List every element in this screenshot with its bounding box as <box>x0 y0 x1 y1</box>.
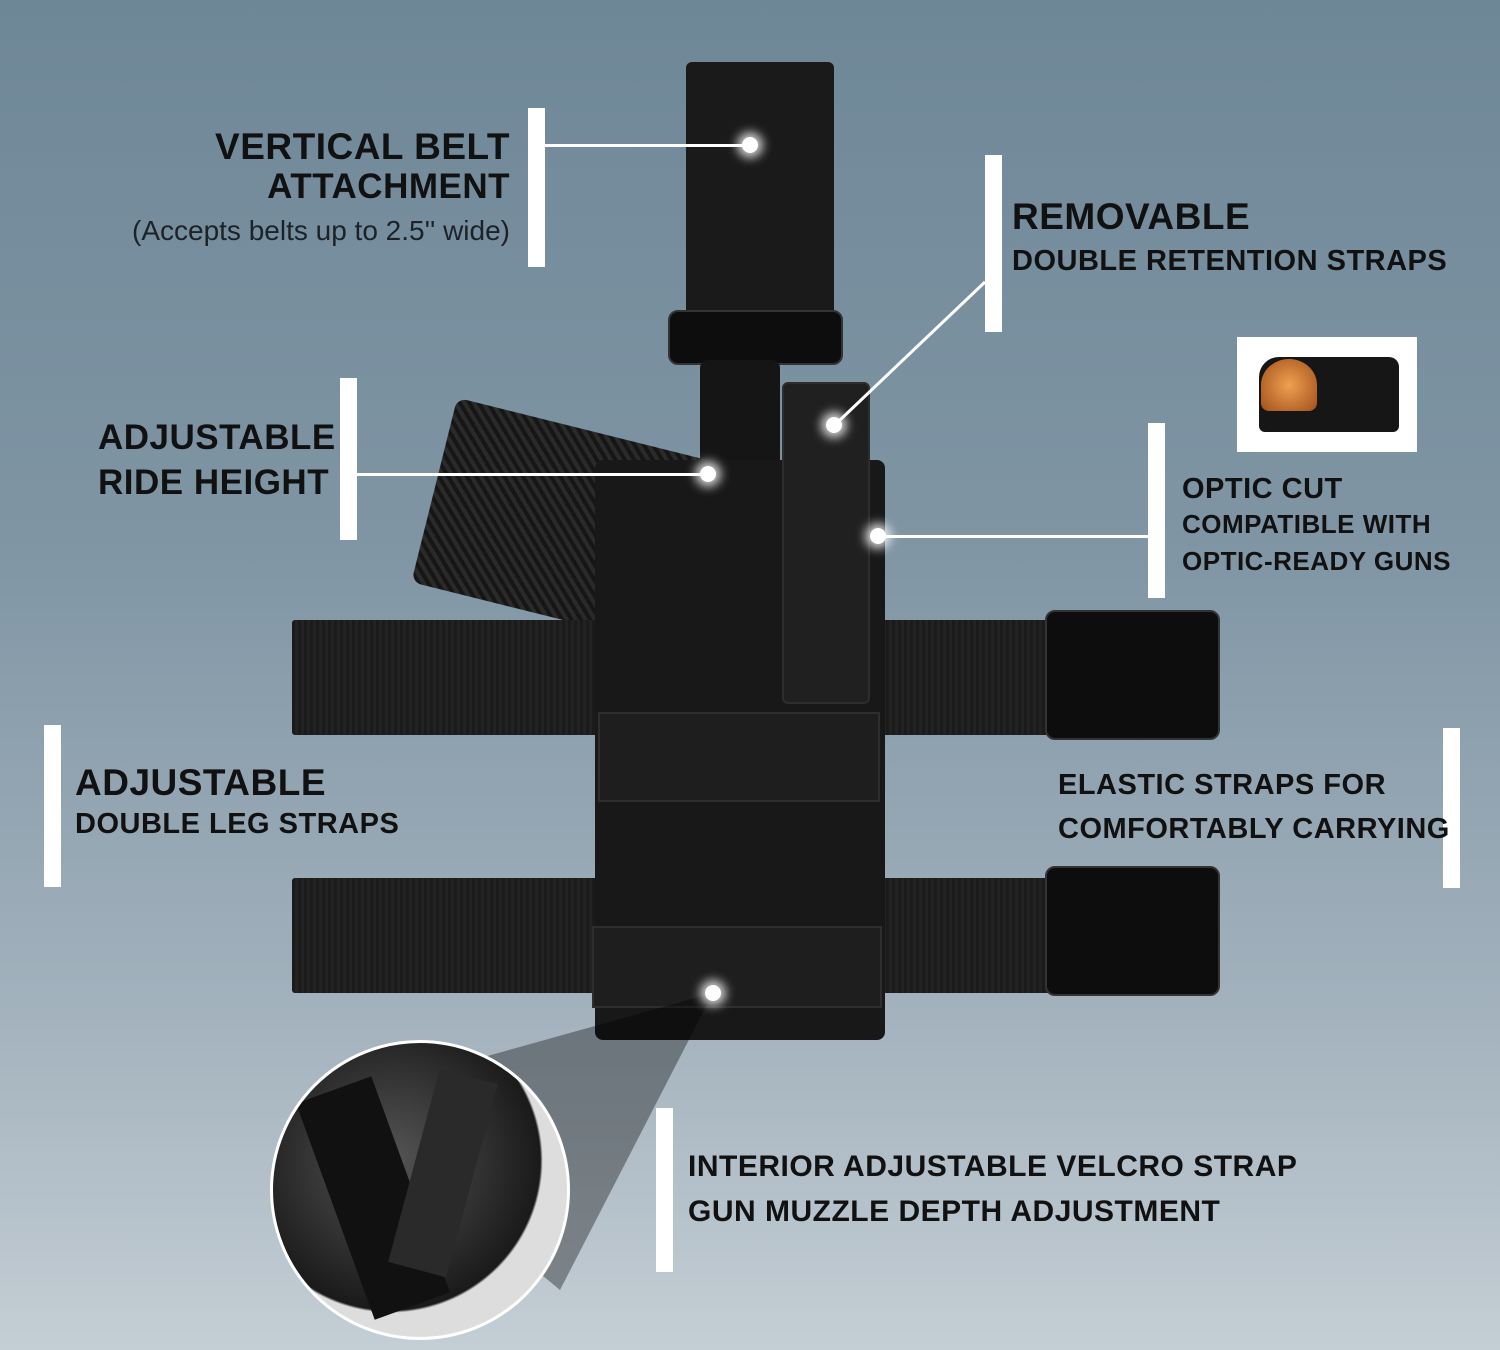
belt-loop <box>686 62 834 332</box>
optic-line-2: COMPATIBLE WITH <box>1182 509 1432 539</box>
retention-hotspot <box>826 417 842 433</box>
belt-connector-line <box>545 144 750 147</box>
belt-hotspot <box>742 137 758 153</box>
optic-connector-line <box>878 535 1148 538</box>
ride-line-1: ADJUSTABLE <box>98 418 336 457</box>
optic-callout-bar <box>1148 423 1165 598</box>
interior-callout-bar <box>656 1108 673 1272</box>
optic-sight-image <box>1237 337 1417 452</box>
belt-title-2: ATTACHMENT <box>267 167 510 206</box>
elastic-line-1: ELASTIC STRAPS FOR <box>1058 769 1387 801</box>
ride-connector-line <box>357 473 707 476</box>
leg-title: ADJUSTABLE <box>75 762 326 803</box>
belt-callout-bar <box>528 108 545 267</box>
belt-title-1: VERTICAL BELT <box>215 126 510 167</box>
velcro-band-lower <box>592 926 882 1008</box>
optic-title: OPTIC CUT <box>1182 473 1343 505</box>
lower-strap-buckle <box>1045 866 1220 996</box>
elastic-callout-bar <box>1443 728 1460 888</box>
interior-strap-inset <box>270 1040 570 1340</box>
optic-line-3: OPTIC-READY GUNS <box>1182 546 1451 576</box>
buckle-body <box>700 360 780 470</box>
leg-callout-bar <box>44 725 61 887</box>
elastic-line-2: COMFORTABLY CARRYING <box>1058 813 1450 845</box>
interior-line-2: GUN MUZZLE DEPTH ADJUSTMENT <box>688 1195 1221 1228</box>
upper-strap-buckle <box>1045 610 1220 740</box>
belt-note: (Accepts belts up to 2.5'' wide) <box>132 215 510 246</box>
ride-line-2: RIDE HEIGHT <box>98 463 330 502</box>
velcro-band-upper <box>598 712 880 802</box>
ride-hotspot <box>700 466 716 482</box>
retention-callout-bar <box>985 155 1002 332</box>
interior-line-1: INTERIOR ADJUSTABLE VELCRO STRAP <box>688 1150 1298 1183</box>
retention-strap <box>782 382 870 704</box>
retention-subtitle: DOUBLE RETENTION STRAPS <box>1012 245 1448 277</box>
retention-title: REMOVABLE <box>1012 196 1251 237</box>
ride-callout-bar <box>340 378 357 540</box>
leg-subtitle: DOUBLE LEG STRAPS <box>75 808 400 840</box>
belt-buckle <box>668 310 843 365</box>
optic-hotspot <box>870 528 886 544</box>
interior-hotspot <box>705 985 721 1001</box>
